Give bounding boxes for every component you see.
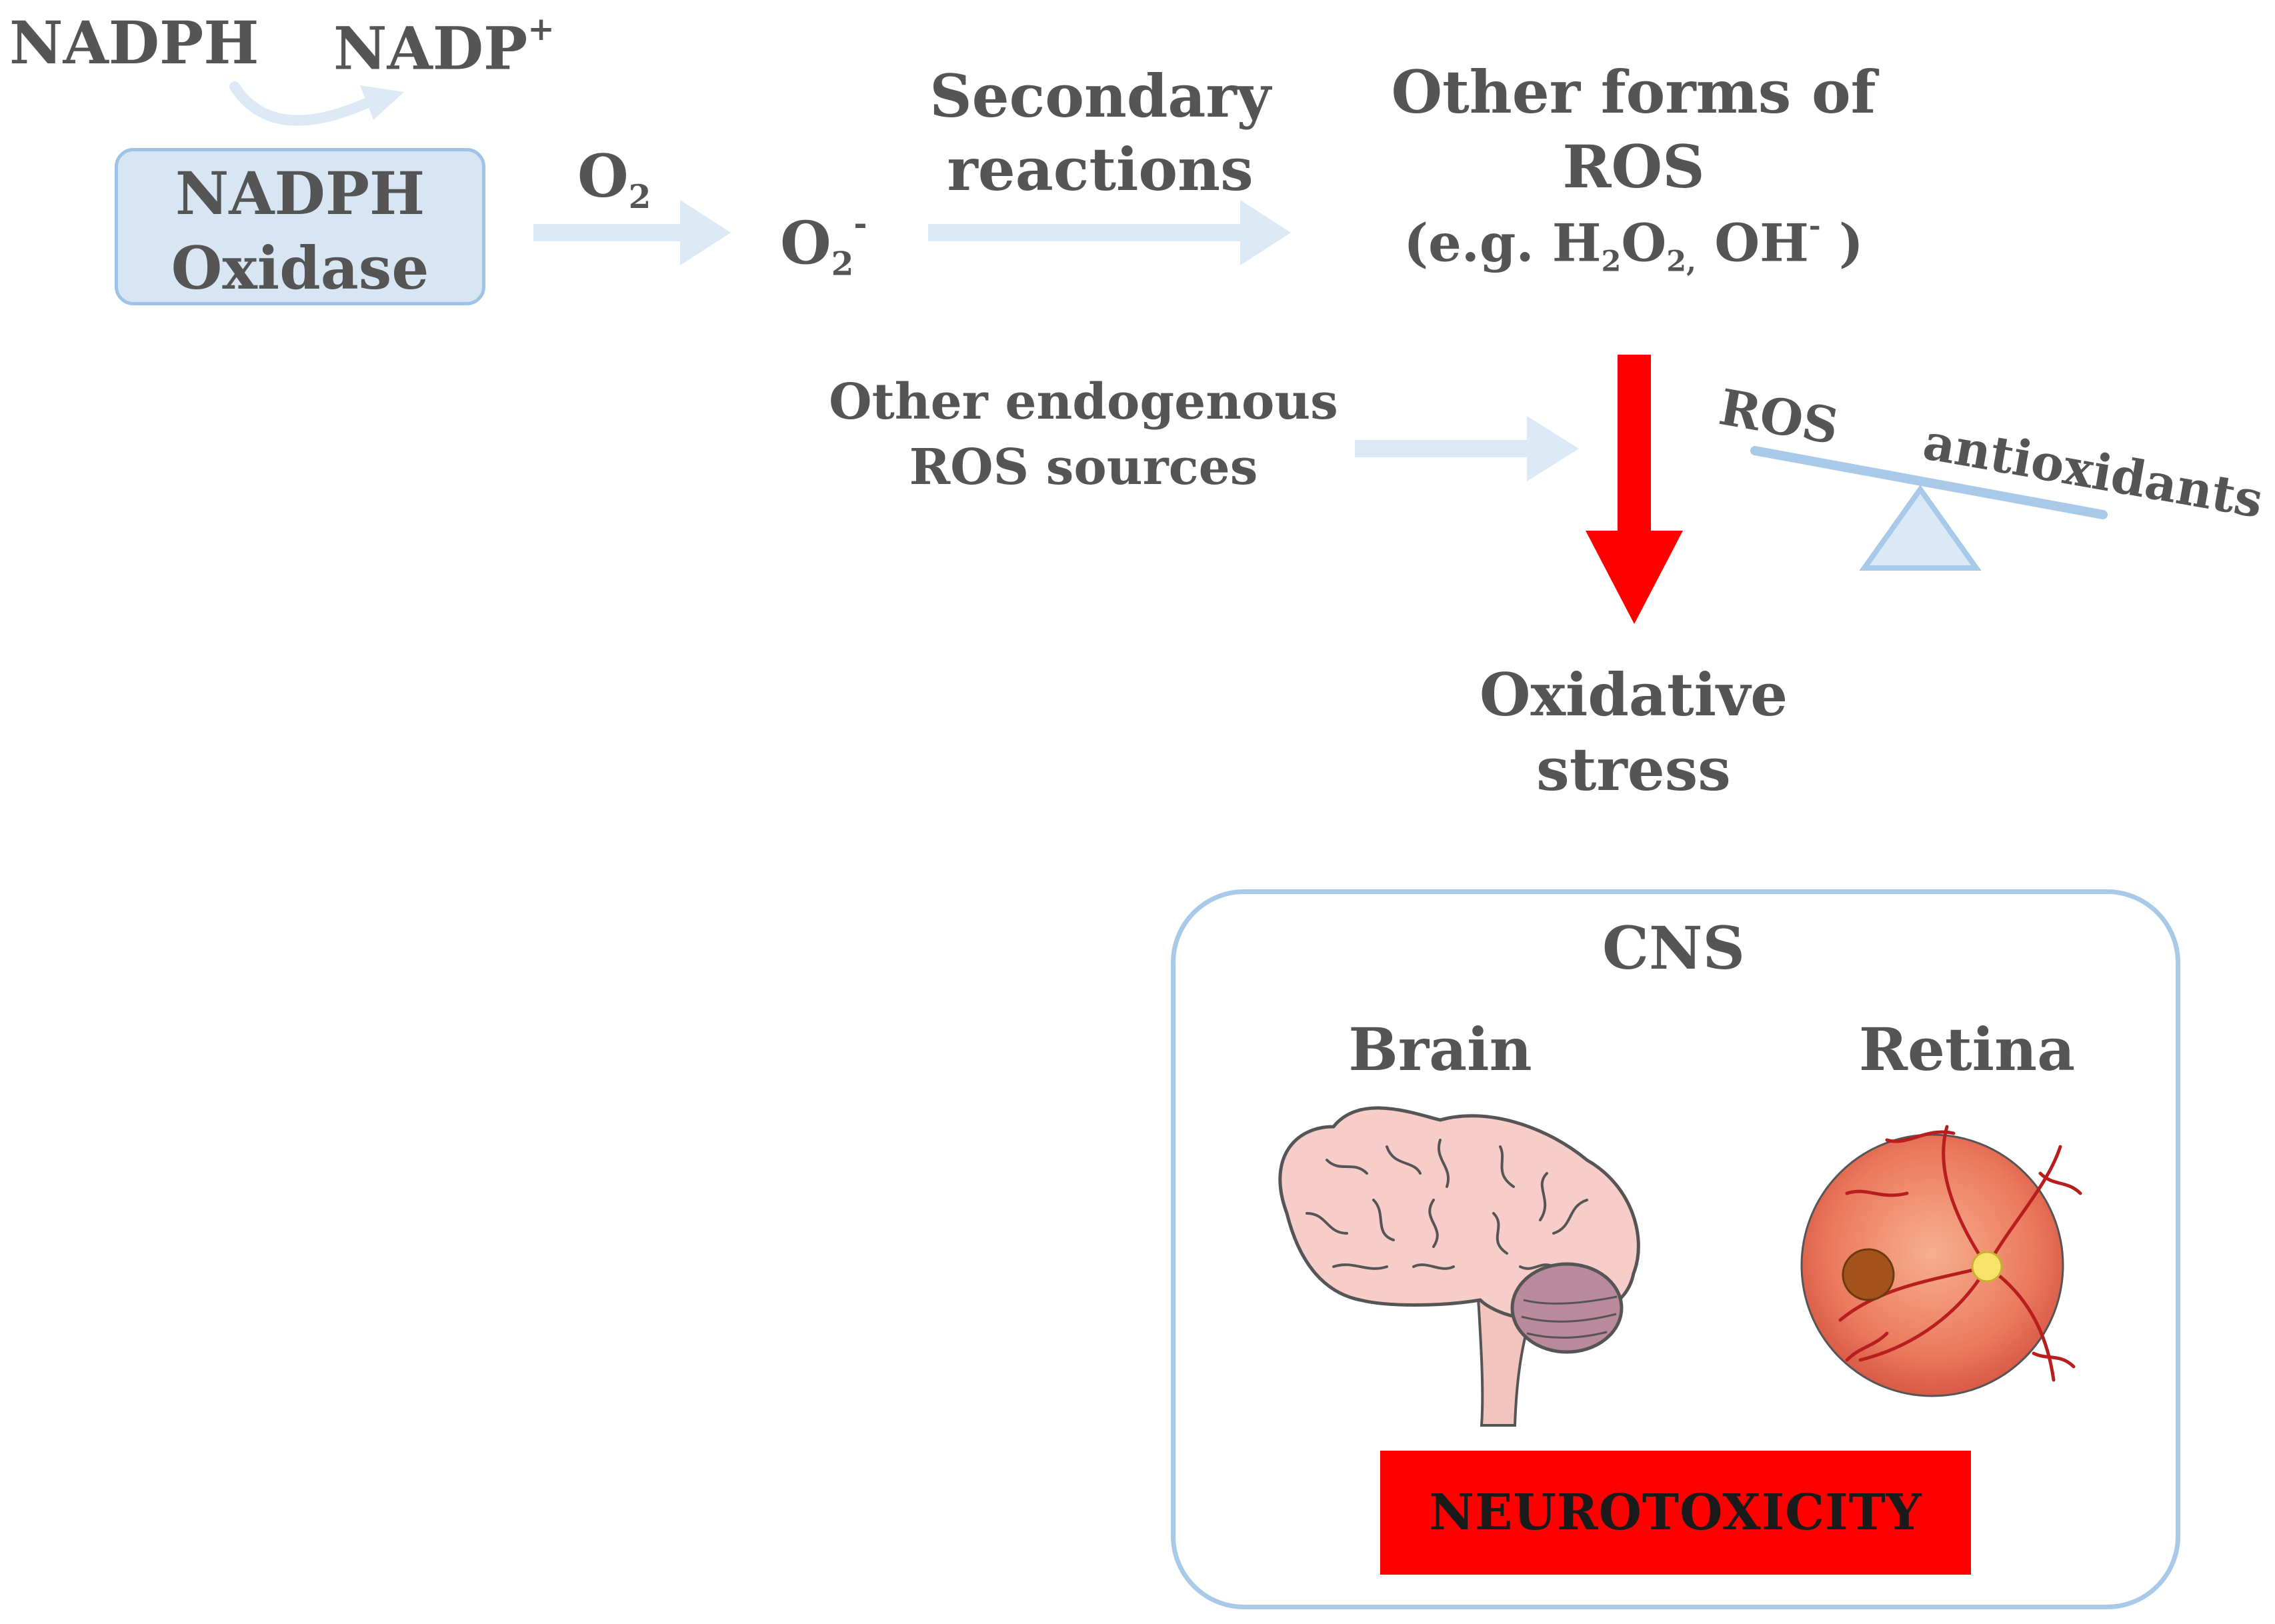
secondary-line1: Secondary (929, 61, 1271, 131)
neurotoxicity-banner: NEUROTOXICITY (1380, 1451, 1971, 1575)
hydroxyl-charge: - (1808, 209, 1821, 243)
superoxide-charge: - (853, 205, 867, 243)
enzyme-line2: Oxidase (171, 233, 429, 303)
h2o2-o: O (1621, 213, 1667, 274)
substrate-label: NADPH (9, 8, 259, 77)
product-base: NADP (333, 13, 528, 83)
oxygen-label: O2 (577, 147, 651, 213)
examples-prefix: (e.g. H (1404, 213, 1602, 274)
other-ros-line2: ROS (1562, 132, 1705, 201)
oxidase-to-superoxide-arrow (533, 200, 731, 265)
stress-line1: Oxidative (1479, 660, 1788, 729)
endogenous-sources-arrow (1355, 416, 1579, 481)
oxygen-base: O (577, 141, 629, 211)
superoxide-base: O (780, 208, 831, 278)
product-label: NADP+ (333, 13, 555, 78)
nadph-oxidase-box (115, 148, 485, 305)
retina-illustration (1800, 1125, 2082, 1397)
brain-label: Brain (1348, 1015, 1532, 1084)
retina-label: Retina (1858, 1015, 2076, 1084)
h2o2-sub2: 2, (1666, 245, 1697, 279)
examples-suffix: ) (1820, 213, 1864, 274)
product-charge: + (527, 11, 555, 48)
stress-line2: stress (1536, 735, 1731, 804)
other-ros-examples: (e.g. H2O2, OH- ) (1334, 212, 1934, 277)
hydroxyl: OH (1696, 213, 1809, 274)
h2o2-sub1: 2 (1601, 245, 1622, 279)
brain-illustration (1278, 1106, 1640, 1427)
superoxide-label: O2- (780, 208, 867, 281)
other-ros-line1: Other forms of (1391, 57, 1876, 127)
cofactor-curved-arrow (229, 81, 404, 126)
cns-title: CNS (1602, 913, 1746, 983)
secondary-line2: reactions (947, 135, 1254, 204)
neurotoxicity-label: NEUROTOXICITY (1429, 1484, 1922, 1541)
secondary-reactions-arrow (928, 200, 1291, 265)
superoxide-subscript: 2 (831, 245, 854, 283)
enzyme-line1: NADPH (175, 159, 425, 228)
ros-antioxidant-balance (1750, 446, 2108, 571)
endogenous-line2: ROS sources (909, 439, 1258, 496)
endogenous-line1: Other endogenous (829, 373, 1338, 431)
cns-box (1171, 889, 2180, 1609)
oxidative-stress-arrow (1586, 355, 1683, 624)
oxygen-subscript: 2 (628, 178, 651, 216)
